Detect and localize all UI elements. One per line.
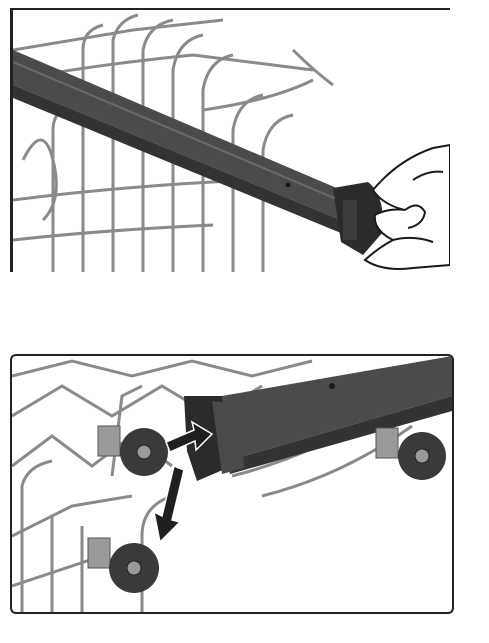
illustration-rail-wheels	[12, 356, 452, 612]
figure-remove-wheels	[10, 354, 454, 614]
hand	[363, 143, 450, 270]
removal-arrows	[152, 420, 214, 544]
rail-end-cap	[333, 182, 384, 255]
rack-wheel-right	[375, 427, 446, 480]
rack-wheel-lower-left	[87, 537, 159, 593]
rack-rail	[222, 356, 452, 474]
rack-wheel-upper-left	[97, 425, 168, 476]
illustration-rail-end-cap	[13, 13, 450, 272]
figure-remove-end-cap	[10, 8, 450, 272]
rack-rail	[13, 50, 354, 238]
